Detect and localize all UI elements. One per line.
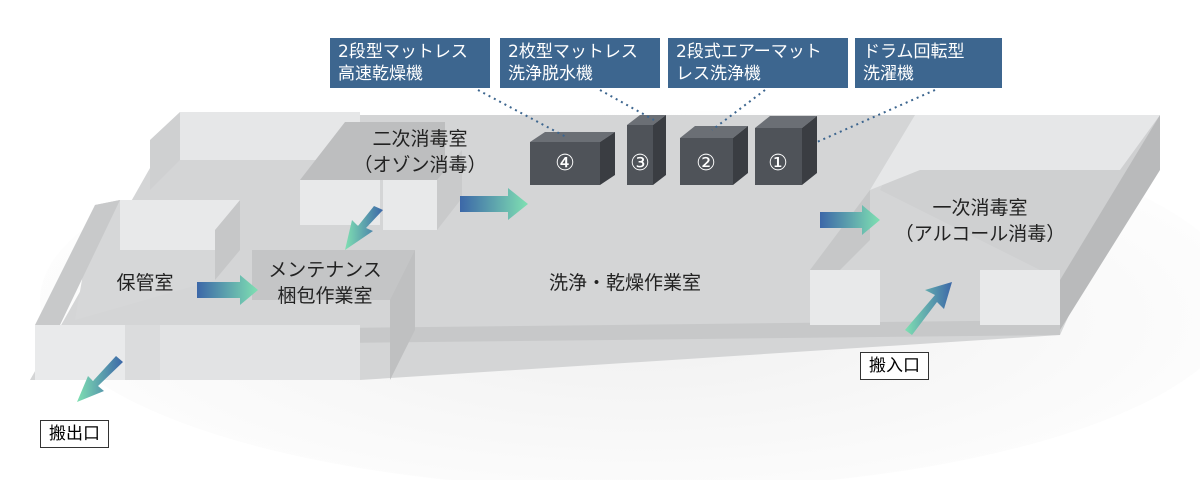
machine-label-1-line2: 洗濯機: [863, 64, 914, 84]
machine-label-3-line1: 2枚型マットレス: [508, 42, 638, 62]
machine-label-4: 2段型マットレス 高速乾燥機: [330, 38, 490, 88]
secondary-disinfection-line1: 二次消毒室: [372, 128, 468, 150]
flow-arrow-exit: [77, 356, 123, 402]
flow-arrow-entrance: [905, 282, 952, 335]
machine-label-4-line1: 2段型マットレス: [338, 42, 468, 62]
exit-label: 搬出口: [40, 420, 109, 448]
secondary-disinfection-label: 二次消毒室 （オゾン消毒）: [350, 126, 490, 178]
machine-1: ①: [755, 116, 817, 185]
machine-2-number: ②: [696, 151, 716, 176]
primary-disinfection-line2: （アルコール消毒）: [894, 223, 1066, 245]
secondary-room-wall: [300, 180, 380, 225]
storage-label: 保管室: [116, 272, 174, 294]
machine-label-2-line1: 2段式エアーマット: [676, 42, 822, 62]
machine-4-number: ④: [555, 151, 575, 176]
flow-arrow-to-washing: [820, 205, 880, 235]
flow-arrow-to-storage: [197, 275, 258, 305]
machine-2: ②: [680, 126, 748, 185]
flow-arrow-to-maintenance: [345, 206, 383, 250]
primary-disinfection-line1: 一次消毒室: [932, 197, 1028, 219]
machine-1-number: ①: [768, 151, 788, 176]
primary-disinfection-label: 一次消毒室 （アルコール消毒）: [880, 195, 1080, 247]
machine-3-number: ③: [630, 151, 650, 176]
machine-label-2-line2: レス洗浄機: [676, 64, 761, 84]
machine-3: ③: [627, 115, 666, 185]
secondary-disinfection-line2: （オゾン消毒）: [353, 154, 487, 176]
machine-label-3-line2: 洗浄脱水機: [508, 64, 593, 84]
maintenance-line2: 梱包作業室: [277, 285, 373, 307]
washing-drying-label: 洗浄・乾燥作業室: [548, 272, 701, 294]
maintenance-line1: メンテナンス: [268, 259, 382, 281]
primary-room-wall: [810, 270, 880, 325]
entrance-label: 搬入口: [860, 352, 929, 380]
machine-label-3: 2枚型マットレス 洗浄脱水機: [500, 38, 660, 88]
machine-label-4-line2: 高速乾燥機: [338, 64, 423, 84]
storage-wall: [35, 325, 125, 380]
machine-label-2: 2段式エアーマット レス洗浄機: [668, 38, 848, 88]
machine-label-1-line1: ドラム回転型: [863, 42, 965, 62]
leader-lines: [477, 89, 936, 143]
maintenance-label: メンテナンス 梱包作業室: [255, 257, 395, 309]
machine-label-1: ドラム回転型 洗濯機: [855, 38, 1002, 88]
flow-arrow-to-secondary: [460, 188, 528, 220]
machine-4: ④: [530, 132, 615, 185]
